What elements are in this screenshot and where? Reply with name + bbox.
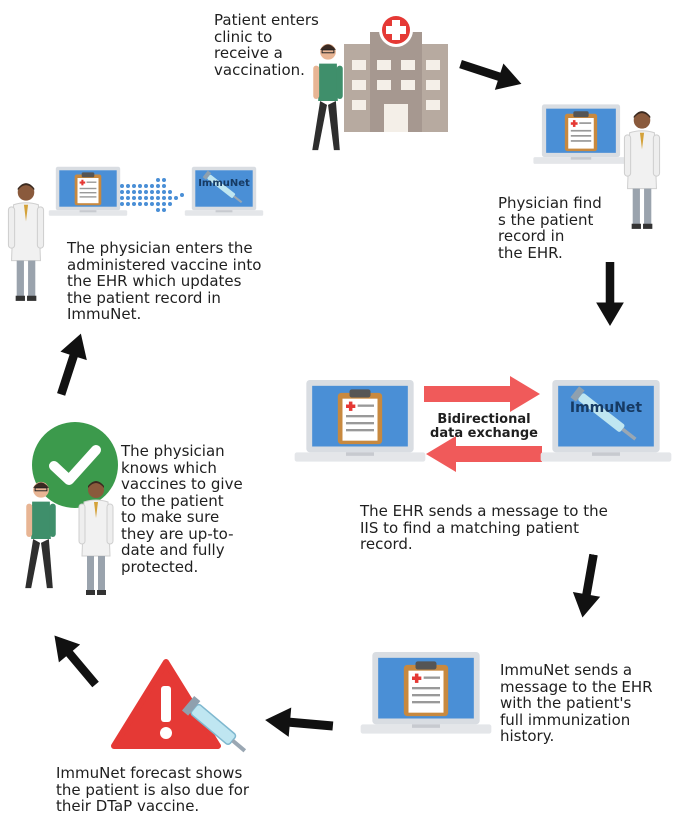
step-message-text: The EHR sends a message to the IIS to fi… bbox=[360, 502, 608, 553]
arrow-history-to-forecast bbox=[263, 703, 336, 743]
laptop-ehr-icon bbox=[356, 630, 496, 758]
patient-icon bbox=[20, 478, 62, 596]
step-find-text: Physician find s the patient record in t… bbox=[498, 194, 602, 262]
hospital-icon bbox=[344, 13, 448, 132]
laptop-ehr-icon bbox=[290, 360, 430, 484]
doctor-icon bbox=[76, 478, 116, 598]
arrow-knows-to-update bbox=[46, 328, 97, 401]
arrow-find-to-message bbox=[594, 262, 626, 326]
step-history-text: ImmuNet sends a message to the EHR with … bbox=[500, 661, 653, 745]
laptop-ehr-icon bbox=[530, 100, 632, 170]
exchange-arrows bbox=[424, 376, 542, 472]
syringe-icon bbox=[181, 695, 247, 753]
laptop-immunet-icon: ImmuNet bbox=[182, 160, 266, 224]
exchange-label: Bidirectional data exchange bbox=[430, 412, 538, 441]
arrow-message-to-history bbox=[567, 552, 610, 621]
doctor-icon bbox=[4, 180, 48, 304]
immunet-logo-text: ImmuNet bbox=[569, 400, 643, 416]
immunet-logo-text: ImmuNet bbox=[198, 178, 250, 189]
warning-icon bbox=[111, 659, 247, 753]
step-forecast-text: ImmuNet forecast shows the patient is al… bbox=[56, 764, 250, 815]
step-clinic-text: Patient enters clinic to receive a vacci… bbox=[214, 11, 319, 79]
step-knows-text: The physician knows which vaccines to gi… bbox=[121, 442, 243, 576]
arrow-forecast-to-knows bbox=[42, 624, 109, 695]
laptop-immunet-icon: ImmuNet bbox=[536, 360, 673, 484]
doctor-icon bbox=[620, 108, 664, 232]
step-update-text: The physician enters the administered va… bbox=[67, 239, 262, 323]
dot-arrow-icon bbox=[120, 178, 184, 212]
arrow-clinic-to-find bbox=[455, 49, 528, 100]
